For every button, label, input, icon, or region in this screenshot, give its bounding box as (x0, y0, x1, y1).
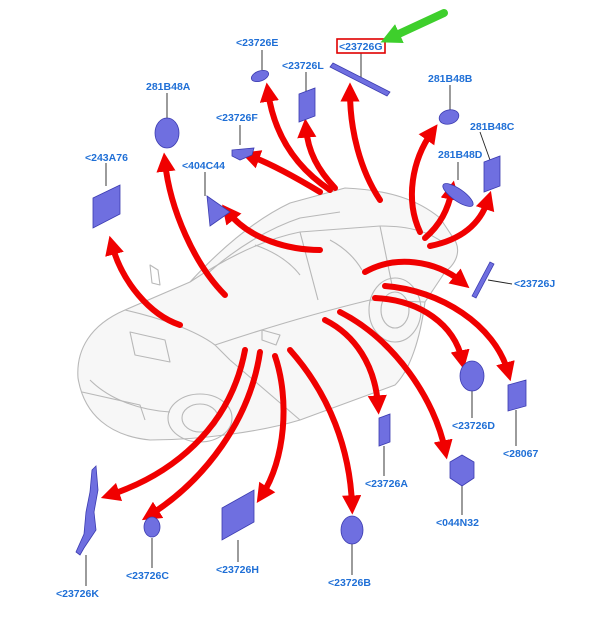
label-23726G[interactable]: <23726G (339, 41, 383, 53)
part-281B48D (442, 183, 474, 207)
part-404C44 (206, 195, 231, 227)
label-281B48A[interactable]: 281B48A (146, 81, 191, 93)
parts (75, 62, 527, 556)
part-23726C (143, 516, 161, 538)
label-281B48D[interactable]: 281B48D (438, 149, 483, 161)
arrow-to-044N32 (337, 309, 453, 460)
part-243A76 (92, 184, 121, 229)
part-23726B (340, 515, 364, 545)
part-28067 (507, 379, 527, 412)
label-23726C[interactable]: <23726C (126, 570, 169, 582)
part-23726H (221, 489, 255, 541)
part-23726A (378, 413, 391, 447)
arrow-to-281B48A (156, 152, 228, 298)
label-23726L[interactable]: <23726L (282, 60, 324, 72)
label-044N32[interactable]: <044N32 (436, 517, 479, 529)
part-23726K (75, 465, 99, 556)
arrow-to-23726B (287, 347, 362, 515)
part-23726F (231, 147, 255, 161)
label-28067[interactable]: <28067 (503, 448, 538, 460)
arrow-to-23726D (372, 295, 470, 370)
label-23726F[interactable]: <23726F (216, 112, 258, 124)
label-281B48B[interactable]: 281B48B (428, 73, 473, 85)
arrow-to-23726A (322, 317, 387, 415)
label-23726D[interactable]: <23726D (452, 420, 495, 432)
label-23726B[interactable]: <23726B (328, 577, 371, 589)
arrow-to-281B48C (427, 190, 495, 249)
arrow-to-28067 (382, 283, 515, 382)
part-23726G (329, 62, 391, 97)
arrow-to-243A76 (105, 235, 183, 328)
part-044N32 (449, 454, 475, 487)
label-23726H[interactable]: <23726H (216, 564, 259, 576)
highlight-box (336, 38, 386, 54)
vehicle-phantom-view (77, 187, 459, 443)
label-23726J[interactable]: <23726J (514, 278, 555, 290)
arrow-to-23726F (240, 150, 323, 195)
arrow-to-404C44 (222, 204, 323, 253)
label-23726A[interactable]: <23726A (365, 478, 408, 490)
callout-arrows (100, 82, 515, 521)
label-23726E[interactable]: <23726E (236, 37, 278, 49)
arrow-to-281B48B (408, 124, 438, 235)
part-281B48B (438, 109, 460, 125)
part-281B48A (154, 117, 180, 149)
arrow-to-23726K (100, 347, 248, 502)
arrow-to-23726G (340, 82, 383, 203)
part-23726L (298, 87, 316, 123)
arrow-to-23726J (362, 258, 470, 289)
part-23726J (471, 261, 495, 299)
arrow-to-23726H (256, 353, 287, 504)
leader-lines (85, 50, 517, 586)
label-23726K[interactable]: <23726K (56, 588, 99, 600)
part-23726D (459, 360, 485, 392)
label-243A76[interactable]: <243A76 (85, 152, 128, 164)
arrow-to-23726L (297, 118, 338, 191)
part-281B48C (483, 155, 501, 193)
arrow-to-23726E (259, 82, 333, 193)
part-23726E (250, 69, 270, 83)
green-pointer-arrow-icon (380, 9, 448, 44)
arrow-to-23726C (141, 349, 263, 521)
label-404C44[interactable]: <404C44 (182, 160, 225, 172)
label-281B48C[interactable]: 281B48C (470, 121, 515, 133)
part-labels[interactable]: <23726E <23726G <23726L 281B48A 281B48B … (56, 37, 555, 600)
